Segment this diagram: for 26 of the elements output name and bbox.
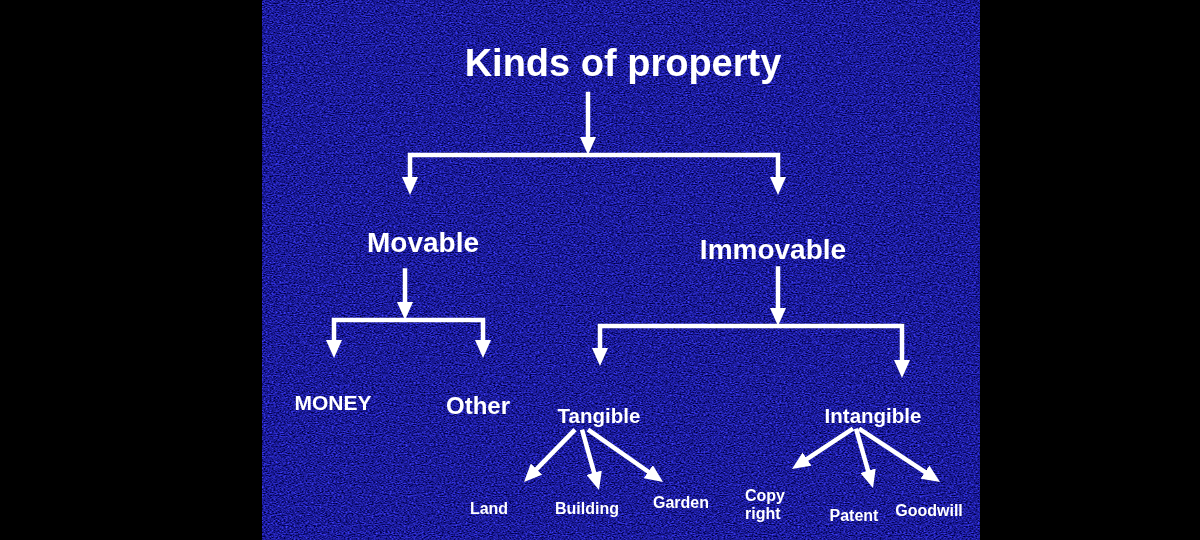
category-label: Immovable <box>699 234 847 267</box>
item-label: Goodwill <box>895 502 963 521</box>
item-label: Building <box>555 500 619 519</box>
arrow <box>522 428 577 484</box>
item-label: Garden <box>653 494 709 513</box>
category-label: Tangible <box>557 404 641 428</box>
arrow <box>397 268 413 320</box>
item-label: Patent <box>829 507 879 526</box>
item-label: Land <box>469 500 509 519</box>
arrow <box>586 427 665 484</box>
elbow-arrow <box>592 323 778 366</box>
category-label: Intangible <box>824 404 922 428</box>
elbow-arrow <box>405 317 491 358</box>
category-label: Other <box>446 392 510 420</box>
elbow-arrow <box>326 317 405 358</box>
arrow <box>853 427 876 489</box>
category-label: MONEY <box>294 391 372 416</box>
heading-label: Kinds of property <box>464 42 782 86</box>
item-label: Copy right <box>745 487 793 524</box>
arrow <box>579 428 602 491</box>
arrow <box>857 426 942 484</box>
arrow <box>790 426 855 471</box>
arrow <box>770 266 786 326</box>
elbow-arrow <box>402 152 588 195</box>
elbow-arrow <box>778 323 910 378</box>
category-label: Movable <box>367 227 479 260</box>
